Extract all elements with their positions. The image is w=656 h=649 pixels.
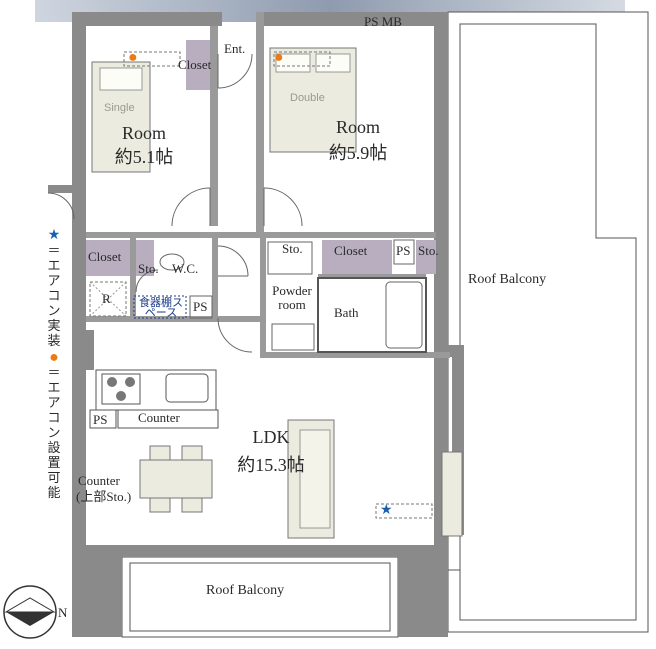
label-north: N bbox=[58, 605, 68, 620]
room1-name: Room bbox=[121, 123, 166, 143]
label-double-bed: Double bbox=[290, 92, 325, 104]
doors bbox=[47, 53, 303, 353]
interior-walls bbox=[86, 12, 450, 358]
counter-bar bbox=[117, 409, 219, 429]
label-ps-kitchen: PS bbox=[93, 412, 108, 427]
label-ps-mid: PS bbox=[193, 299, 208, 314]
bathtub bbox=[385, 281, 423, 349]
roof-balcony-right-area bbox=[447, 11, 649, 633]
toilet bbox=[159, 253, 185, 271]
label-counter2-line2: (上部Sto.) bbox=[76, 489, 132, 504]
label-psmb: PS MB bbox=[364, 14, 402, 29]
label-closet-left: Closet bbox=[88, 249, 122, 264]
ac-dashed-box-ldk bbox=[375, 503, 433, 519]
roof-balcony-bottom-area bbox=[121, 556, 399, 638]
room2-name: Room bbox=[335, 117, 380, 137]
label-wc: W.C. bbox=[172, 261, 199, 276]
label-counter2-line1: Counter bbox=[78, 473, 120, 488]
ac-dashed-box-2 bbox=[273, 51, 331, 67]
label-counter: Counter bbox=[138, 410, 180, 425]
room2-area: 約5.9帖 bbox=[328, 143, 388, 163]
ac-dashed-box-1 bbox=[123, 51, 181, 67]
fridge-space bbox=[89, 281, 127, 317]
legend-dot-text: ＝エアコン設置可能 bbox=[47, 365, 61, 500]
label-sto-right: Sto. bbox=[418, 243, 439, 258]
ldk-area: 約15.3帖 bbox=[237, 455, 305, 475]
dining-table bbox=[139, 459, 213, 499]
label-roof-balcony-right: Roof Balcony bbox=[468, 272, 547, 287]
label-sto-wc: Sto. bbox=[138, 261, 159, 276]
label-ps-right: PS bbox=[396, 243, 411, 258]
label-closet-mid: Closet bbox=[334, 243, 368, 258]
kitchen-sink bbox=[165, 373, 209, 403]
label-dish-space: 食器棚スペース bbox=[139, 297, 183, 319]
label-closet-top: Closet bbox=[178, 57, 212, 72]
washbasin bbox=[271, 323, 315, 351]
label-fridge: R bbox=[102, 291, 111, 306]
legend-star-icon: ★ bbox=[47, 228, 61, 243]
ps-box-kitchen bbox=[89, 409, 117, 429]
room1-area: 約5.1帖 bbox=[114, 147, 174, 167]
ps-box-right bbox=[393, 239, 415, 265]
label-roof-balcony-bottom: Roof Balcony bbox=[206, 583, 285, 598]
tv-board bbox=[441, 451, 463, 537]
legend-star-text: ＝エアコン実装 bbox=[47, 243, 61, 348]
label-single-bed: Single bbox=[104, 102, 135, 114]
dish-storage-space bbox=[133, 295, 187, 319]
label-powder-room: Powder room bbox=[272, 283, 312, 312]
label-sto-powder: Sto. bbox=[282, 241, 303, 256]
ps-box-mid bbox=[189, 295, 213, 319]
label-bath: Bath bbox=[334, 305, 359, 320]
legend-dot-icon: ● bbox=[49, 349, 59, 366]
ldk-name: LDK bbox=[252, 427, 290, 447]
washing-machine bbox=[267, 241, 313, 275]
ac-dot-icon: ● bbox=[274, 49, 284, 66]
ac-legend: ★ ＝エアコン実装 ● ＝エアコン設置可能 bbox=[44, 228, 64, 500]
ac-star-icon: ★ bbox=[380, 503, 393, 518]
ac-dot-icon: ● bbox=[128, 49, 138, 66]
label-entrance: Ent. bbox=[224, 41, 246, 56]
closets bbox=[86, 40, 436, 276]
compass-icon bbox=[3, 585, 57, 639]
